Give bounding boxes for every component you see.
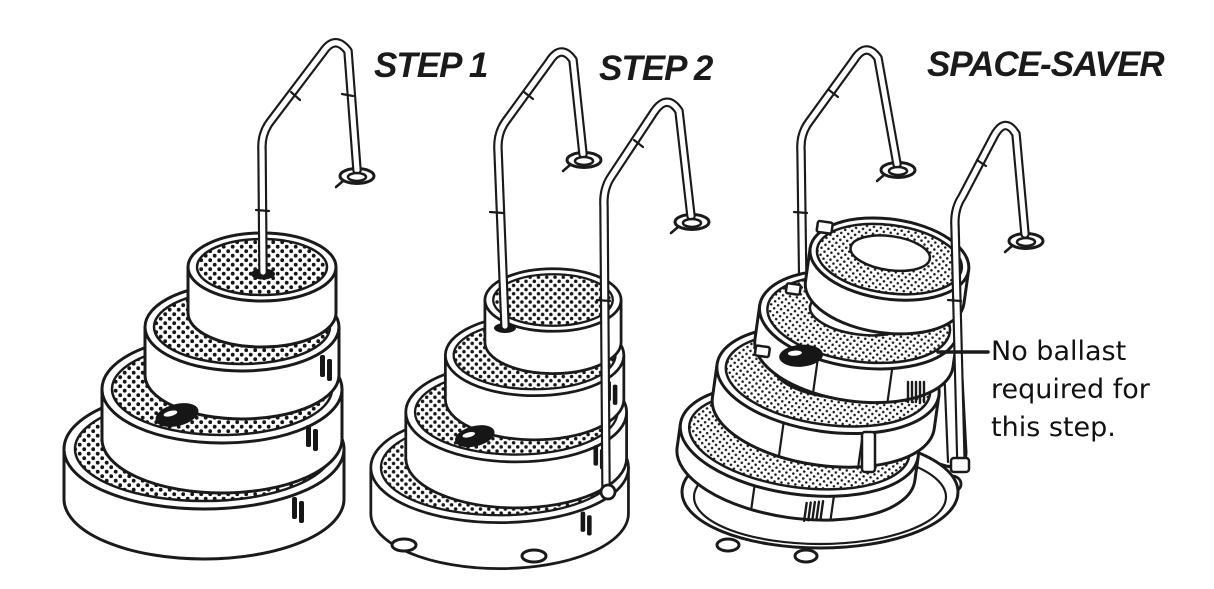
deck-flange-collar bbox=[573, 155, 595, 167]
rail-bracket bbox=[949, 456, 971, 474]
brand-oval-logo bbox=[779, 344, 824, 367]
step1-figure bbox=[62, 38, 376, 561]
ballast-annotation-line: No ballast bbox=[991, 336, 1127, 367]
rail-slot bbox=[860, 430, 877, 474]
ballast-annotation-line: this step. bbox=[991, 412, 1116, 443]
rail-joint-ticks bbox=[254, 90, 355, 213]
foot bbox=[390, 537, 418, 553]
space-saver-handrail-left bbox=[792, 45, 917, 305]
panel-vent bbox=[906, 380, 926, 404]
step1-handrail bbox=[251, 38, 376, 280]
tread-notch bbox=[815, 219, 834, 235]
deck-flange-collar bbox=[681, 217, 703, 229]
step2-label: STEP 2 bbox=[599, 49, 713, 88]
space-saver-figure bbox=[675, 45, 1045, 564]
rail-base-ball bbox=[599, 483, 617, 501]
foot bbox=[793, 548, 819, 564]
front-vent bbox=[802, 500, 825, 522]
step2-figure bbox=[369, 47, 711, 571]
foot bbox=[715, 537, 741, 553]
deck-flange-collar bbox=[346, 171, 368, 183]
space-saver-label: SPACE-SAVER bbox=[927, 45, 1165, 84]
space-saver-handrail-right bbox=[946, 120, 1045, 474]
rail-joint-ticks bbox=[488, 90, 535, 215]
rail-joint-ticks bbox=[595, 138, 645, 303]
rail-joint-ticks bbox=[792, 88, 840, 215]
rail-joint-ticks bbox=[946, 158, 988, 303]
deck-flange-collar bbox=[887, 165, 909, 177]
step2-handrail-left bbox=[488, 47, 603, 333]
space-saver-step-stack bbox=[675, 216, 971, 522]
ballast-annotation-line: required for bbox=[991, 374, 1150, 405]
tread-notch bbox=[784, 282, 802, 296]
tread-notch bbox=[753, 344, 771, 359]
foot bbox=[520, 548, 548, 564]
ballast-annotation: No ballast required for this step. bbox=[991, 333, 1150, 447]
deck-flange-collar bbox=[1015, 236, 1037, 248]
step2-handrail-right bbox=[595, 97, 711, 501]
step1-label: STEP 1 bbox=[374, 46, 488, 85]
